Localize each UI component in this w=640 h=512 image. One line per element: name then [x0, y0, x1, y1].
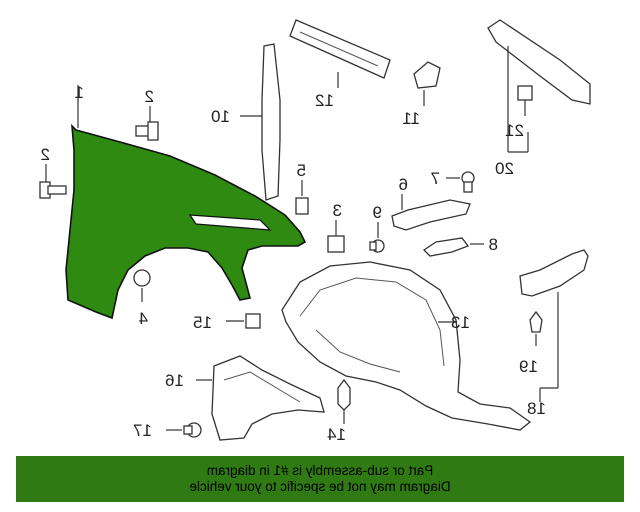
callout-9[interactable]: 9: [373, 203, 382, 222]
clip-part-21[interactable]: [517, 85, 533, 101]
screw-part-17[interactable]: [183, 422, 202, 438]
callout-15[interactable]: 15: [193, 313, 212, 332]
callout-7[interactable]: 7: [431, 169, 440, 188]
fender-cutout: [188, 214, 272, 231]
callout-16[interactable]: 16: [165, 371, 184, 390]
clip-part-14[interactable]: [337, 378, 351, 411]
callout-10[interactable]: 10: [211, 107, 230, 126]
pin-part-19[interactable]: [529, 310, 543, 333]
callout-1[interactable]: 1: [75, 83, 84, 102]
filler-part-18[interactable]: [519, 249, 589, 297]
fender-part-1[interactable]: [65, 123, 307, 320]
callout-2a[interactable]: 2: [145, 87, 154, 106]
callout-14[interactable]: 14: [327, 425, 346, 444]
nut-part-3[interactable]: [327, 235, 345, 253]
callout-3[interactable]: 3: [333, 201, 342, 220]
bolt-part-7[interactable]: [461, 171, 475, 193]
callout-6[interactable]: 6: [399, 175, 408, 194]
clip-part-15[interactable]: [245, 313, 261, 329]
callout-18[interactable]: 18: [527, 399, 546, 418]
bolt-part-2b[interactable]: [39, 181, 67, 199]
callout-11[interactable]: 11: [402, 109, 420, 128]
bolt-part-2a[interactable]: [135, 121, 159, 141]
bracket-part-10[interactable]: [261, 43, 281, 201]
callout-17[interactable]: 17: [133, 421, 152, 440]
bolt-part-9[interactable]: [369, 239, 385, 253]
disclaimer-banner: Part or sub-assembly is #1 in diagram Di…: [16, 456, 624, 502]
banner-line-1: Part or sub-assembly is #1 in diagram: [206, 463, 434, 478]
shield-part-16[interactable]: [211, 355, 325, 441]
callout-5[interactable]: 5: [297, 161, 306, 180]
bracket-part-6[interactable]: [391, 199, 471, 231]
clip-part-11[interactable]: [413, 61, 441, 89]
callout-13[interactable]: 13: [451, 313, 470, 332]
rail-part-20[interactable]: [487, 19, 591, 105]
callout-4[interactable]: 4: [139, 309, 148, 328]
banner-line-2: Diagram may not be specific to your vehi…: [189, 479, 451, 494]
callout-2b[interactable]: 2: [41, 145, 50, 164]
callout-19[interactable]: 19: [519, 357, 538, 376]
callout-21[interactable]: 21: [505, 121, 524, 140]
nut-part-4[interactable]: [133, 269, 151, 287]
callout-20[interactable]: 20: [495, 159, 514, 178]
callout-12[interactable]: 12: [315, 91, 334, 110]
callout-8[interactable]: 8: [489, 235, 498, 254]
bracket-part-8[interactable]: [422, 237, 470, 257]
clip-part-5[interactable]: [295, 197, 309, 215]
